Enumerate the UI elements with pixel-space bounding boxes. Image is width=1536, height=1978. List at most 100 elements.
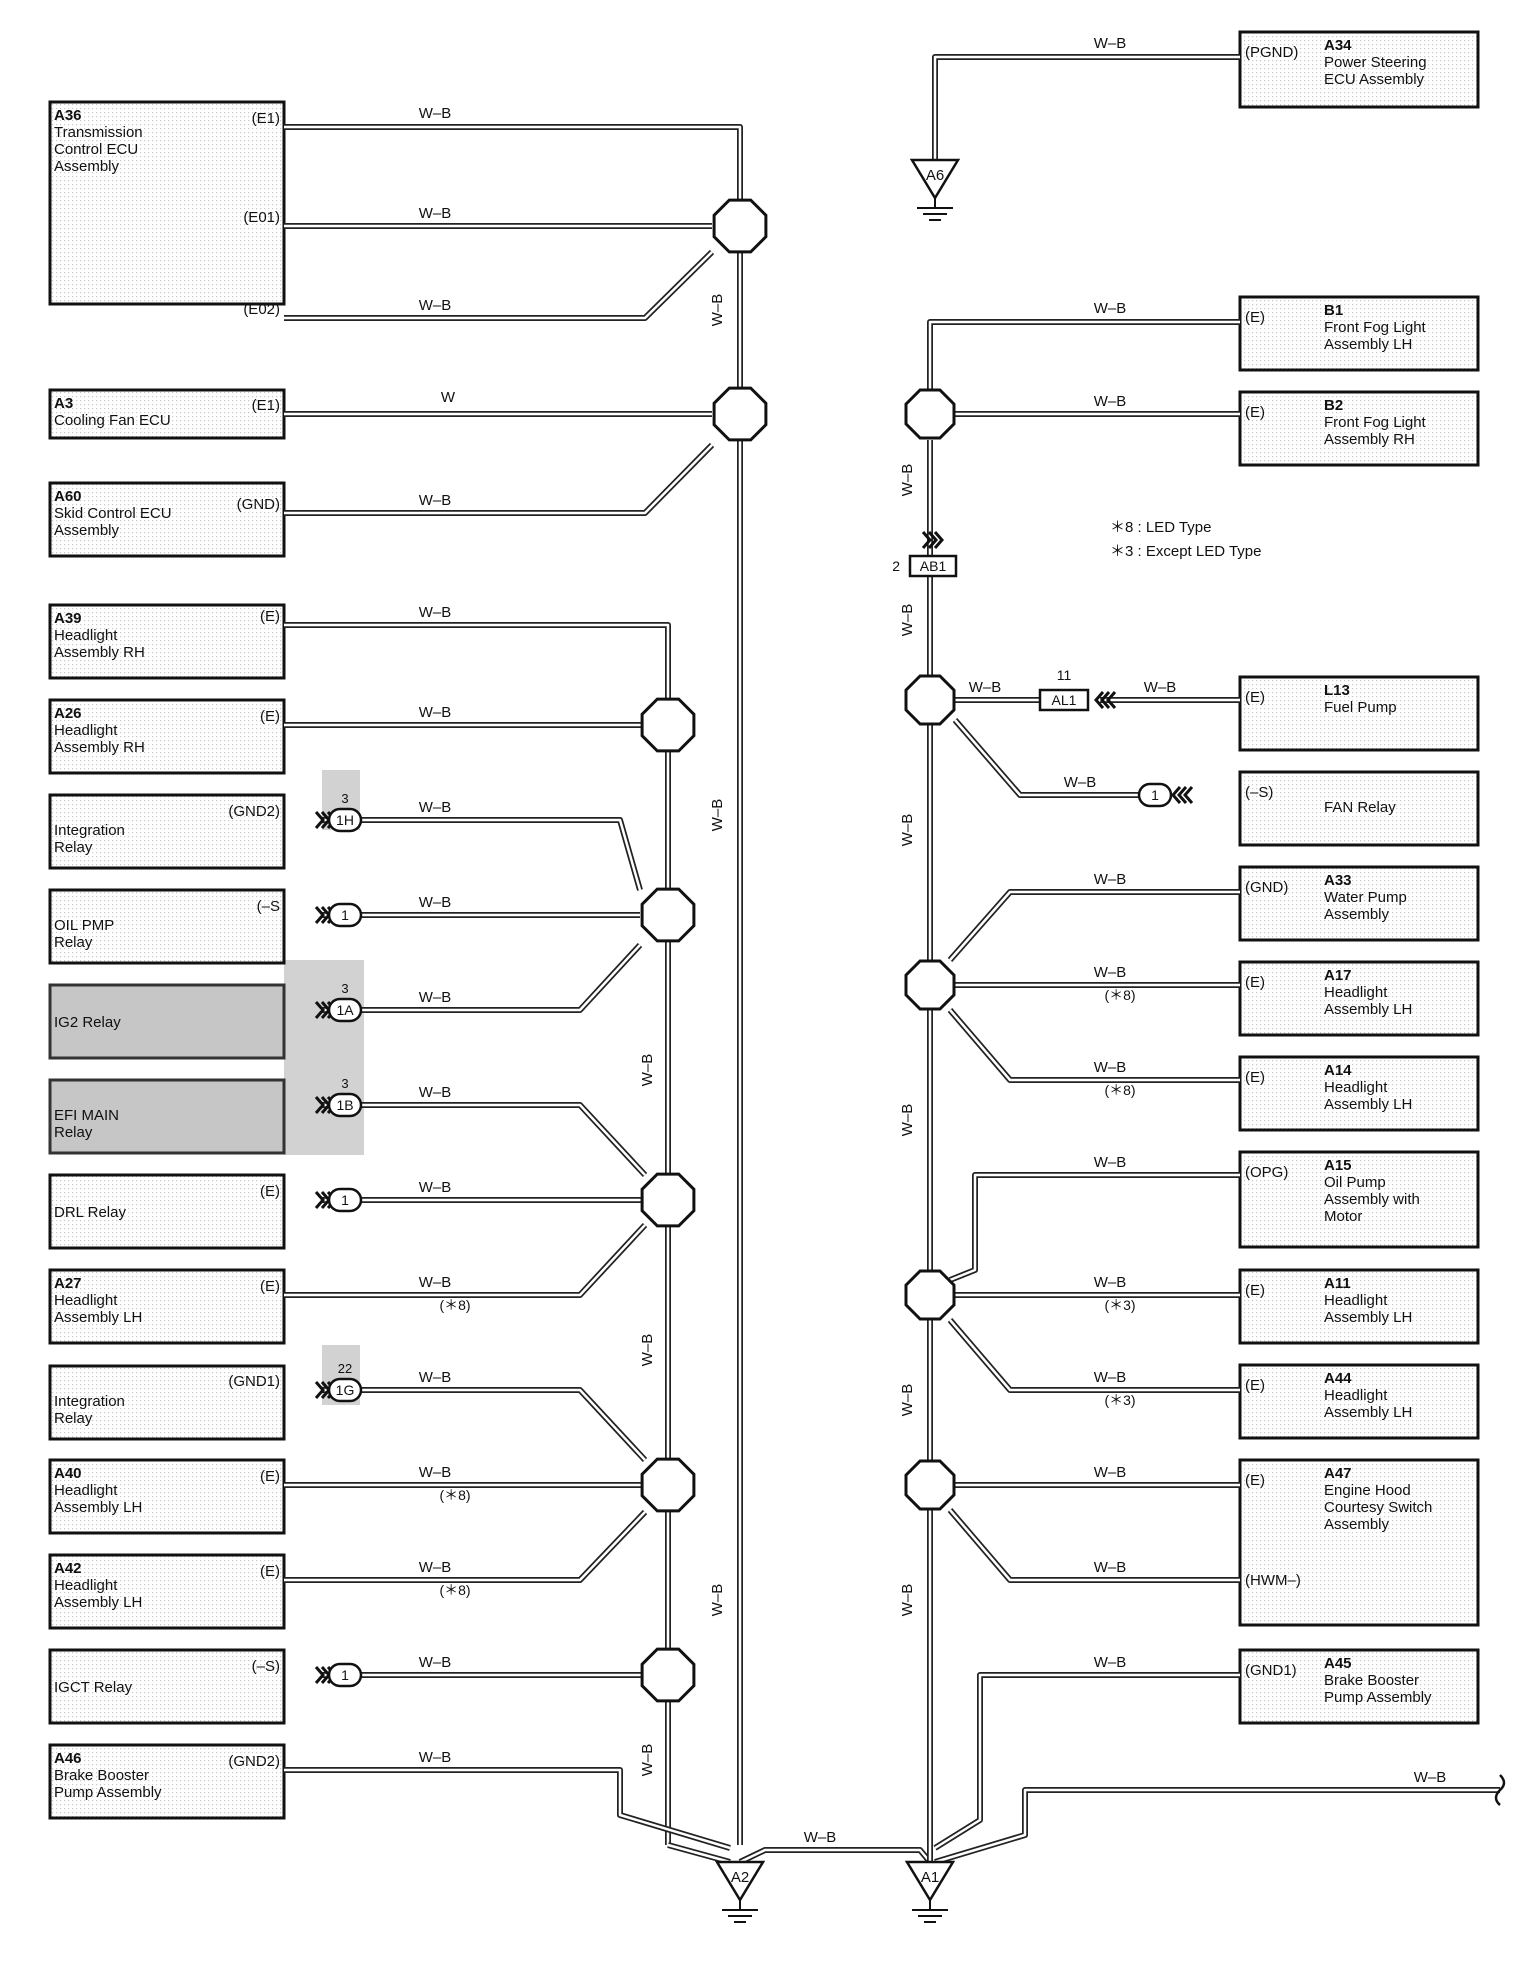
wire-sub-to-a2-core xyxy=(667,1843,731,1864)
component-name: Power Steering xyxy=(1324,54,1427,71)
wire-label: W–B xyxy=(419,1464,452,1481)
terminal-label: (–S) xyxy=(252,1658,280,1675)
wire-a45-core xyxy=(934,1673,1240,1850)
component-code: B2 xyxy=(1324,397,1343,414)
component-code: A39 xyxy=(54,610,82,627)
chevron-stroke xyxy=(1100,691,1111,709)
connector-pin-label: 1 xyxy=(341,1667,349,1683)
component-name: Transmission xyxy=(54,124,143,141)
wire-label: W–B xyxy=(639,1334,656,1367)
wire-label: W–B xyxy=(419,894,452,911)
terminal-label: (GND1) xyxy=(1245,1662,1297,1679)
wire-label: W–B xyxy=(899,464,916,497)
chevron-stroke xyxy=(314,1096,325,1114)
chevron-stroke xyxy=(927,531,938,549)
wire-label: W–B xyxy=(419,1179,452,1196)
component-code: A40 xyxy=(54,1465,82,1482)
component-code: A42 xyxy=(54,1560,82,1577)
component-code: A33 xyxy=(1324,872,1352,889)
component-name: Assembly xyxy=(1324,1516,1390,1533)
component-name: Relay xyxy=(54,839,93,856)
wire-label: W–B xyxy=(1094,871,1127,888)
ab1-connector xyxy=(908,554,958,578)
wire-label: W–B xyxy=(1064,774,1097,791)
component-name: Headlight xyxy=(54,1292,118,1309)
component-name: Assembly LH xyxy=(54,1309,142,1326)
component-name: Headlight xyxy=(54,722,118,739)
led-mark: (＊8) xyxy=(1104,1082,1135,1098)
component-name: Assembly RH xyxy=(54,739,145,756)
wire-label: W–B xyxy=(899,604,916,637)
terminal-label: (E) xyxy=(1245,689,1265,706)
wire-label: W–B xyxy=(1094,1274,1127,1291)
wire-label: W–B xyxy=(419,105,452,122)
al1-chevron-icon xyxy=(1094,691,1117,709)
component-box-left xyxy=(48,1364,286,1441)
component-name: Assembly RH xyxy=(1324,431,1415,448)
wire-label: W–B xyxy=(419,1749,452,1766)
wire-label: W–B xyxy=(1094,1369,1127,1386)
wire-label: W–B xyxy=(419,704,452,721)
terminal-label: (E) xyxy=(1245,1377,1265,1394)
wire-label: W–B xyxy=(419,989,452,1006)
terminal-label: (E) xyxy=(1245,404,1265,421)
al1-connector xyxy=(1038,688,1090,712)
component-name: Cooling Fan ECU xyxy=(54,412,171,429)
component-name: Water Pump xyxy=(1324,889,1407,906)
component-box-left xyxy=(48,1743,286,1820)
splice-node xyxy=(640,1647,696,1703)
wire-integration-gnd1 xyxy=(320,1387,648,1463)
note-led: ＊8 : LED Type xyxy=(1110,519,1211,536)
component-name: Assembly LH xyxy=(1324,336,1412,353)
terminal-label: (E) xyxy=(1245,1069,1265,1086)
wire-label: W–B xyxy=(1094,1059,1127,1076)
wire-integration-gnd1-core xyxy=(320,1388,646,1461)
connector-pin-label: 1 xyxy=(341,907,349,923)
wire-label: W–B xyxy=(419,799,452,816)
connector-pin-number: 3 xyxy=(341,981,348,996)
terminal-label: (–S xyxy=(257,898,280,915)
component-name: Headlight xyxy=(1324,984,1388,1001)
component-box-right xyxy=(1238,1363,1480,1440)
wire-a2-a1-core xyxy=(739,1848,931,1864)
wire-efimain-core xyxy=(320,1103,646,1176)
chevron-stroke xyxy=(921,531,932,549)
wire-trunk-sub-core xyxy=(284,623,670,1845)
wire-label: W–B xyxy=(1094,964,1127,981)
terminal-label: (E1) xyxy=(252,110,280,127)
terminal-label: (GND2) xyxy=(228,1753,280,1770)
component-box-left xyxy=(48,603,286,680)
ground-a2: A2 xyxy=(714,1860,766,1923)
terminal-label: (E) xyxy=(260,708,280,725)
ground-triangle-icon xyxy=(714,1860,766,1903)
terminal-label: (E) xyxy=(260,1278,280,1295)
component-name: Front Fog Light xyxy=(1324,319,1427,336)
wire-label: W–B xyxy=(419,604,452,621)
wire-a15 xyxy=(948,1172,1240,1283)
component-name: Assembly LH xyxy=(1324,1309,1412,1326)
ground-label: A6 xyxy=(926,167,944,184)
wire-label: W–B xyxy=(419,1084,452,1101)
component-name: Assembly with xyxy=(1324,1191,1420,1208)
wire-b1 xyxy=(927,319,1240,390)
component-name: Assembly LH xyxy=(1324,1096,1412,1113)
wire-a46 xyxy=(284,1767,731,1851)
terminal-label: (E02) xyxy=(243,301,280,318)
ground-triangle-icon xyxy=(904,1860,956,1903)
component-name: Relay xyxy=(54,1410,93,1427)
wire-a15-core xyxy=(949,1173,1240,1282)
component-box-right xyxy=(1238,1648,1480,1725)
terminal-label: (PGND) xyxy=(1245,44,1298,61)
connector-pin xyxy=(327,807,363,833)
component-name: FAN Relay xyxy=(1324,799,1396,816)
chevron-stroke xyxy=(1106,691,1117,709)
wire-label: W–B xyxy=(1094,1559,1127,1576)
component-code: A36 xyxy=(54,107,82,124)
wire-label: W–B xyxy=(419,297,452,314)
chevron-stroke xyxy=(933,531,944,549)
ground-triangle-icon xyxy=(909,158,961,201)
component-code: B1 xyxy=(1324,302,1343,319)
splice-node xyxy=(712,198,768,254)
wire-a60-gnd xyxy=(284,442,715,516)
component-code: A11 xyxy=(1324,1275,1351,1292)
